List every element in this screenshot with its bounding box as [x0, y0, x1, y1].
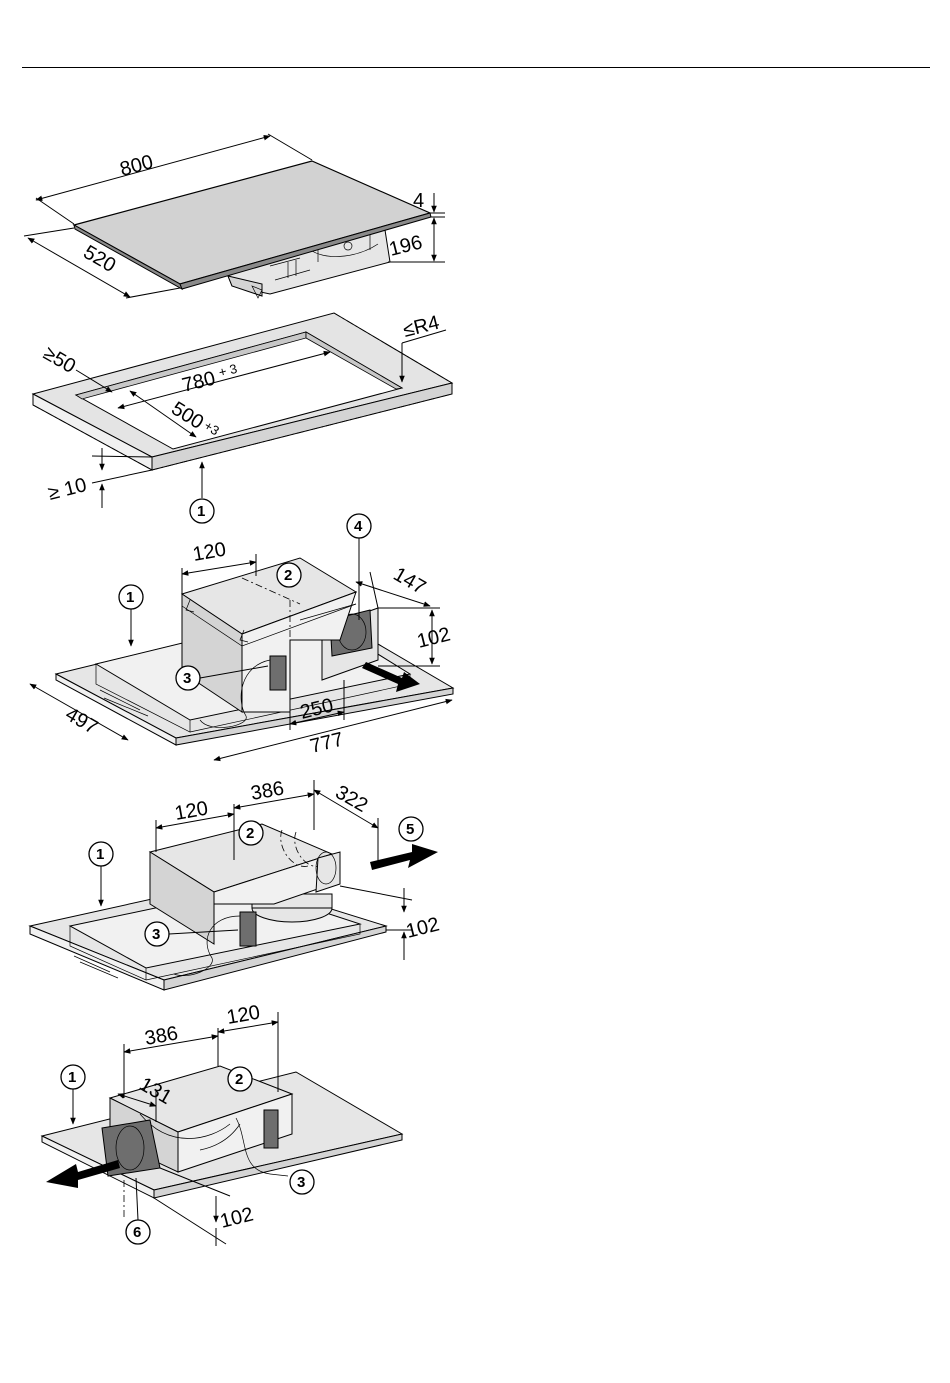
- dim-fan-length-fig4: 386: [249, 777, 286, 804]
- callout-fan-fig4-label: 2: [246, 825, 254, 842]
- dim-cutout-depth-tolerance: +3: [201, 418, 222, 439]
- connector: [270, 656, 286, 690]
- dim-fan-offset-fig4: 120: [173, 797, 210, 824]
- connector-fig5: [264, 1110, 278, 1148]
- callout-worktop-fig4-label: 1: [96, 846, 104, 863]
- dim-base-width: 777: [308, 728, 346, 757]
- dim-hob-height: 196: [387, 231, 425, 260]
- callout-fan-fig5-label: 2: [235, 1071, 243, 1088]
- callout-duct-right-label: 5: [406, 821, 414, 838]
- worktop-cutout-figure: ≥50 780 + 3 500 +3 ≤R4 ≥ 10 1: [33, 312, 452, 523]
- dim-worktop-thickness: ≥ 10: [46, 474, 89, 505]
- dim-duct-depth: 147: [390, 563, 430, 599]
- dim-cutout-depth: 500: [167, 398, 207, 434]
- callout-worktop-label: 1: [197, 503, 205, 520]
- duct-rear-figure: 120 147 102 497 250 777 1 2 3 4: [30, 514, 453, 760]
- dim-duct-reach-fig4: 322: [332, 781, 372, 817]
- dim-base-depth: 497: [62, 703, 102, 739]
- dim-glass-thickness: 4: [413, 190, 424, 212]
- dim-cutout-width: 780: [180, 367, 218, 396]
- dim-fan-length-fig5: 386: [143, 1022, 180, 1049]
- duct-left-figure: 386 120 131 102 1 2 3 6: [42, 1001, 402, 1246]
- callout-cable-fig5-label: 3: [297, 1174, 305, 1191]
- dim-edge-distance: ≥50: [40, 342, 80, 378]
- callout-duct-front-label: 6: [133, 1224, 141, 1241]
- callout-duct-rear-label: 4: [354, 518, 363, 535]
- dim-hob-width: 800: [118, 151, 156, 181]
- dim-duct-height-fig4: 102: [404, 913, 442, 942]
- dim-fan-offset: 120: [191, 538, 228, 565]
- callout-worktop-fig5-label: 1: [68, 1069, 76, 1086]
- callout-fan-label: 2: [284, 567, 292, 584]
- hob-dimensions-figure: 800 520 4 196: [24, 134, 445, 298]
- connector-fig4: [240, 912, 256, 946]
- dim-duct-height: 102: [415, 623, 453, 652]
- dim-duct-height-fig5: 102: [218, 1203, 256, 1232]
- dim-corner-radius: ≤R4: [401, 312, 442, 342]
- callout-worktop-fig3-label: 1: [126, 589, 134, 606]
- airflow-arrow-right: [370, 844, 438, 870]
- dim-fan-offset-fig5: 120: [225, 1001, 262, 1028]
- callout-cable-label: 3: [183, 670, 191, 687]
- callout-cable-fig4-label: 3: [152, 926, 160, 943]
- duct-right-figure: 120 386 322 102 1 2 3 5: [30, 777, 442, 990]
